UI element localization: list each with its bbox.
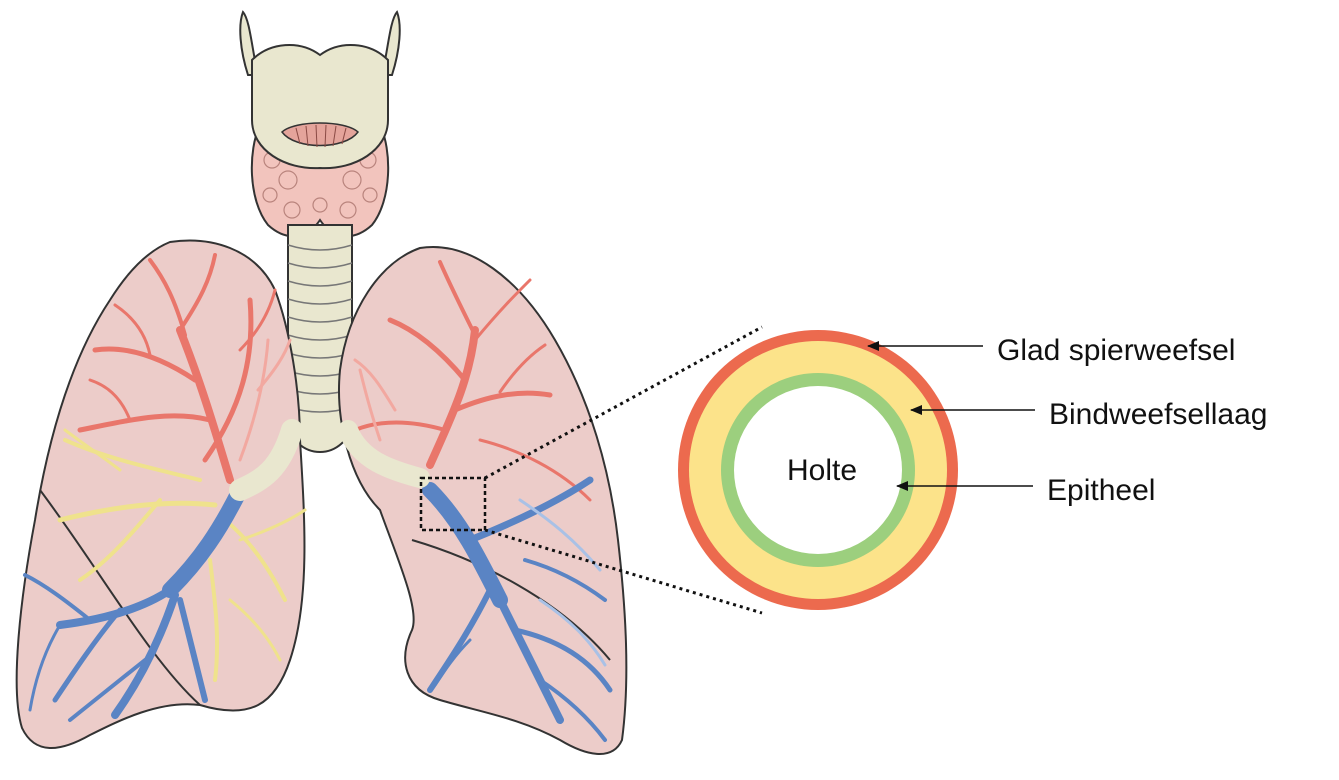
epithelium-label: Epitheel <box>1047 474 1155 507</box>
lung-right <box>339 247 626 754</box>
lung-left <box>17 241 305 748</box>
larynx <box>252 45 388 168</box>
lungs-illustration <box>17 12 627 754</box>
muscle-label: Glad spierweefsel <box>997 334 1235 367</box>
connective-label: Bindweefsellaag <box>1049 398 1267 431</box>
bronchus-cross-section: Holte <box>678 330 958 610</box>
cavity-label: Holte <box>787 454 857 487</box>
